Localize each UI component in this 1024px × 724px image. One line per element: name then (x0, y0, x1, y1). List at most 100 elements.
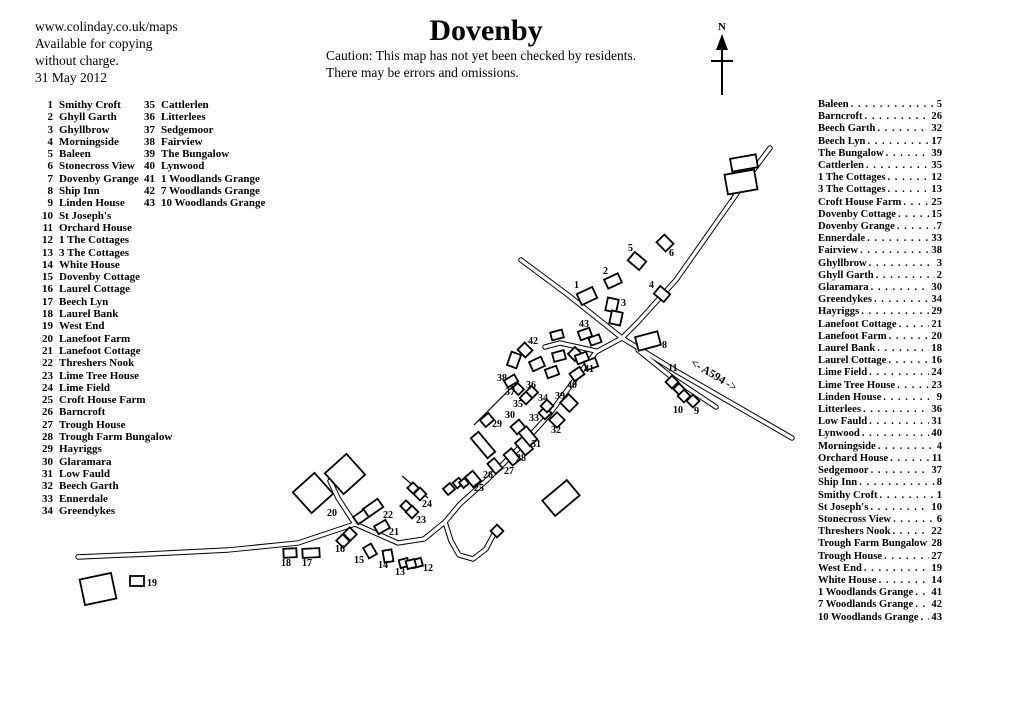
legend-entry-number: 24 (42, 381, 53, 394)
index-entry-name: 3 The Cottages (818, 184, 886, 196)
legend-entry-number: 26 (42, 406, 53, 419)
building-39: 39 (555, 391, 580, 414)
building-19: 19 (129, 575, 157, 589)
caution-line-2: There may be errors and omissions. (326, 64, 519, 80)
index-entry: Trough Farm Bungalow. . . . . . . . . . … (818, 538, 942, 550)
index-entry-name: Morningside (818, 440, 876, 452)
road-surface (76, 522, 357, 559)
dot-leader: . . . . . . . . . . . . . . . . (898, 318, 930, 330)
building-number: 21 (389, 527, 399, 538)
index-entry: Sedgemoor. . . . . . . . . . . . . . . .… (818, 465, 942, 477)
index-entry-name: Lime Field (818, 367, 868, 379)
dot-leader: . . . . . . . . . . . . . . . . (915, 599, 929, 611)
building-13: 13 (395, 556, 418, 578)
building-2: 2 (602, 266, 624, 290)
legend-entry-name: Lanefoot Cottage (59, 344, 141, 357)
building-number: 27 (504, 466, 514, 477)
index-entry-number: 27 (931, 550, 942, 562)
building-20: 20 (291, 452, 367, 519)
alphabetical-legend: Baleen. . . . . . . . . . . . . . . .5Ba… (818, 99, 942, 624)
dot-leader: . . . . . . . . . . . . . . . . (870, 465, 930, 477)
dot-leader: . . . . . . . . . . . . . . . . (888, 330, 930, 342)
legend-entry-number: 21 (42, 344, 53, 357)
index-entry: Lime Field. . . . . . . . . . . . . . . … (818, 367, 942, 379)
legend-entry-name: Orchard House (59, 221, 132, 234)
dot-leader: . . . . . . . . . . . . . . . . (903, 196, 929, 208)
legend-entry-name: Litterlees (161, 111, 206, 124)
dot-leader: . . . . . . . . . . . . . . . . (920, 611, 929, 623)
legend-entry-name: Dovenby Cottage (59, 271, 140, 284)
index-entry-name: 1 The Cottages (818, 172, 886, 184)
legend-entry-name: St Joseph's (59, 209, 112, 222)
road-surface (620, 336, 794, 440)
building-number: 18 (281, 558, 291, 569)
building-number: 40 (567, 380, 577, 391)
building-17: 17 (301, 547, 321, 569)
road-surface (443, 520, 496, 561)
legend-entry-number: 30 (42, 455, 53, 468)
index-entry: Glaramara. . . . . . . . . . . . . . . .… (818, 282, 942, 294)
legend-entry-name: Stonecross View (59, 160, 135, 173)
legend-entry-number: 40 (144, 160, 155, 173)
index-entry: Lynwood. . . . . . . . . . . . . . . .40 (818, 428, 942, 440)
index-entry-name: Cattlerlen (818, 160, 864, 172)
building-number: 13 (395, 567, 405, 578)
building-1: 1 (574, 280, 599, 307)
building-number: 22 (383, 510, 393, 521)
legend-entry-name: Baleen (59, 148, 91, 161)
building-number: 35 (513, 399, 523, 410)
legend-entry-name: Threshers Nook (59, 357, 135, 370)
building-15: 15 (354, 542, 379, 566)
legend-entry-name: Ghyllbrow (59, 123, 110, 136)
legend-entry-number: 34 (42, 504, 53, 517)
legend-entry-number: 23 (42, 369, 53, 382)
building-24: 24 (406, 481, 432, 510)
building-16: 16 (335, 526, 358, 555)
building-number: 25 (474, 483, 484, 494)
index-entry-number: 7 (936, 221, 942, 233)
building-number: 12 (423, 563, 433, 574)
building-6: 6 (655, 233, 675, 259)
index-entry-number: 35 (931, 160, 942, 172)
legend-entry-number: 42 (144, 185, 155, 198)
dot-leader: . . . . . . . . . . . . . . . . (869, 367, 929, 379)
building (549, 328, 565, 342)
legend-entry-name: Trough House (59, 418, 126, 431)
building-29: 29 (478, 411, 502, 430)
building-14: 14 (378, 548, 395, 571)
building-number: 4 (649, 280, 654, 291)
building-number: 1 (574, 280, 579, 291)
legend-entry-number: 13 (42, 246, 53, 259)
index-entry-name: White House (818, 574, 877, 586)
building-number: 19 (147, 578, 157, 589)
a594-road-label: <- A594 -> (688, 357, 738, 394)
building-number: 10 (673, 405, 683, 416)
building-number: 5 (628, 243, 633, 254)
legend-entry-name: Greendykes (59, 504, 116, 517)
index-entry-name: Low Fauld (818, 416, 868, 428)
credit-date: 31 May 2012 (35, 70, 107, 85)
road-surface (519, 258, 624, 340)
index-entry: Ghyllbrow. . . . . . . . . . . . . . . .… (818, 258, 942, 270)
building-42: 42 (516, 336, 538, 359)
legend-entry-name: West End (59, 320, 105, 333)
legend-entry-number: 38 (144, 135, 155, 148)
index-entry: Low Fauld. . . . . . . . . . . . . . . .… (818, 416, 942, 428)
index-entry: Laurel Cottage. . . . . . . . . . . . . … (818, 355, 942, 367)
index-entry-number: 30 (931, 282, 942, 294)
building-number: 6 (669, 248, 674, 259)
